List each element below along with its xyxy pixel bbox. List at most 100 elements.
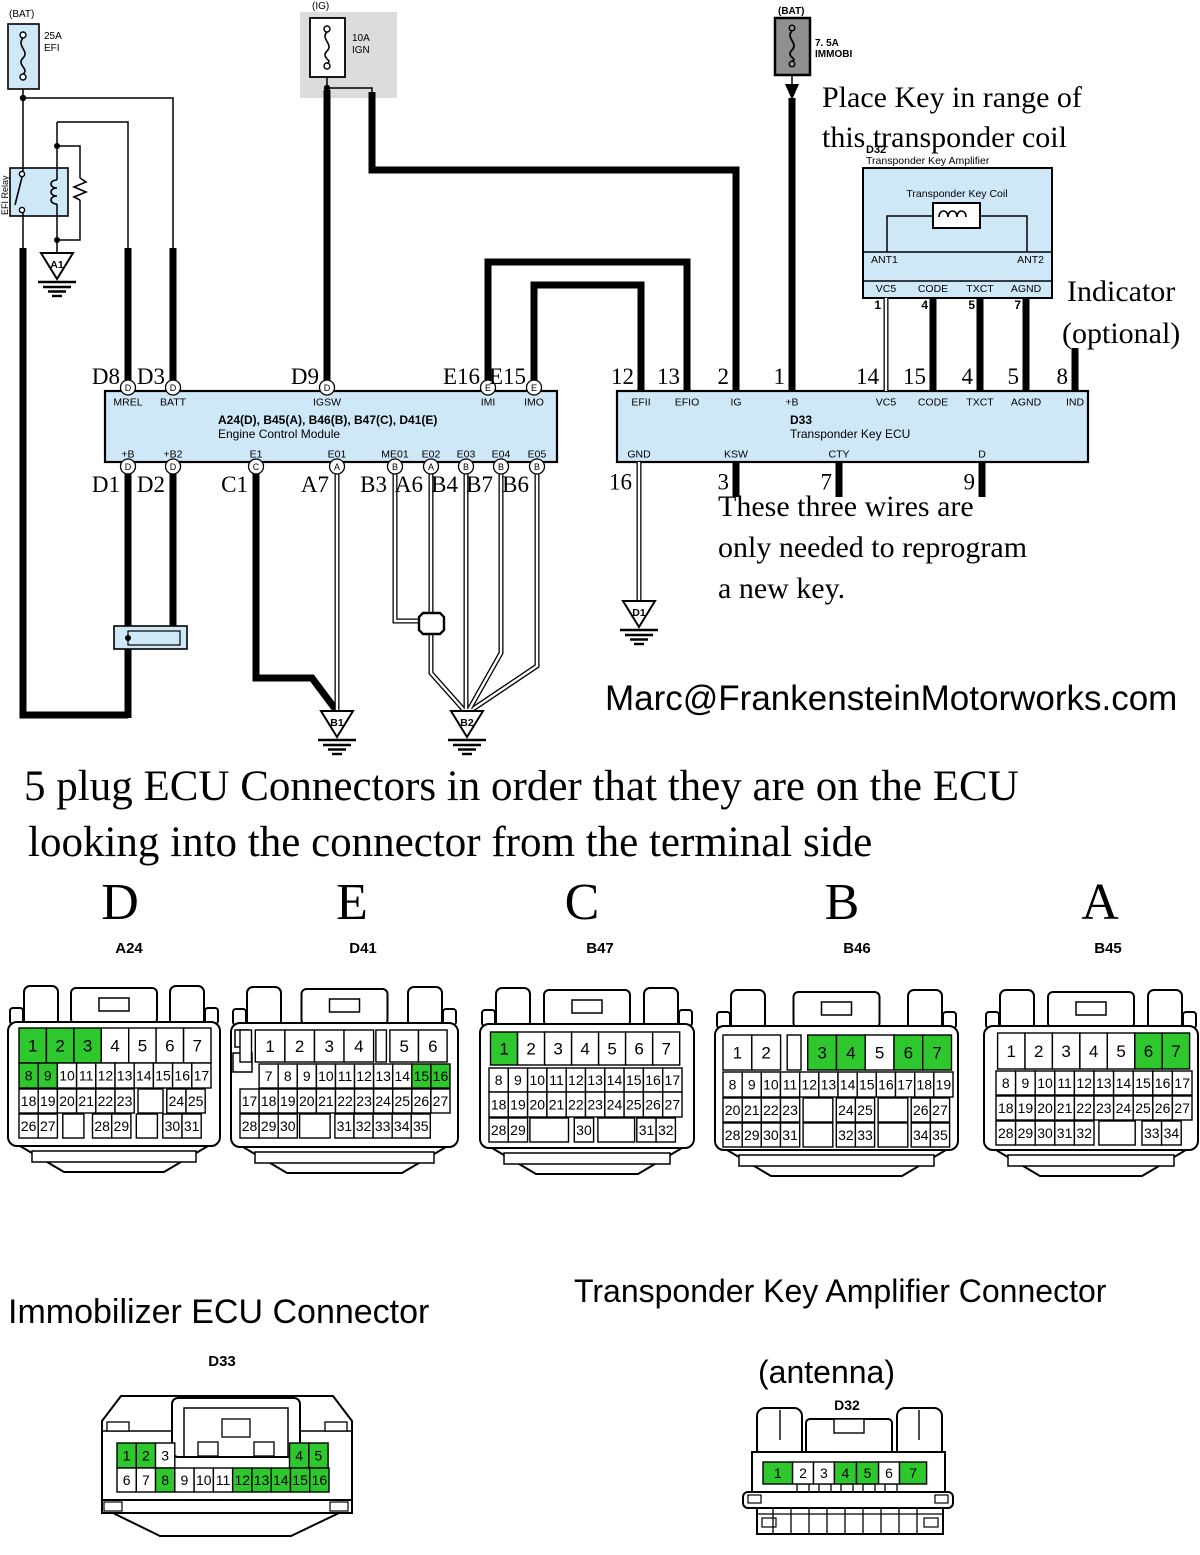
pin-cell bbox=[430, 1063, 451, 1089]
thin-wires bbox=[22, 77, 373, 253]
pin-cell-number: 18 bbox=[491, 1097, 507, 1113]
pin-cell-number: 3 bbox=[161, 1448, 169, 1464]
indicator-line1: Indicator bbox=[1067, 275, 1175, 308]
pin-circle-letter: D bbox=[125, 462, 132, 472]
immo-port-label: IG bbox=[730, 397, 741, 409]
pin-cell-number: 21 bbox=[744, 1102, 760, 1118]
pin-cell-number: 26 bbox=[414, 1093, 430, 1109]
indicator-line2: (optional) bbox=[1062, 317, 1180, 350]
ant2-label: ANT2 bbox=[1017, 254, 1044, 266]
ign-fuse-tag: (IG) bbox=[312, 1, 329, 12]
key-cell bbox=[529, 1117, 570, 1143]
pin-cell-number: 6 bbox=[885, 1465, 893, 1481]
pin-cell-number: 35 bbox=[932, 1127, 948, 1143]
housing-latch-tab bbox=[328, 998, 361, 1013]
housing-latch-tab bbox=[820, 1001, 853, 1016]
pin-cell-number: 17 bbox=[242, 1093, 258, 1109]
pin-circle bbox=[119, 458, 137, 475]
ign-fuse-rating: 10A bbox=[352, 33, 370, 44]
housing-latch-tab bbox=[98, 997, 130, 1012]
pin-cell-number: 22 bbox=[763, 1102, 779, 1118]
housing-ear bbox=[999, 989, 1035, 1031]
ecm-port-label: BATT bbox=[160, 397, 187, 409]
housing-ear bbox=[730, 989, 766, 1031]
efi-fuse-tag: (BAT) bbox=[9, 9, 34, 20]
pin-cell bbox=[854, 1097, 876, 1123]
pin-cell bbox=[751, 1034, 782, 1071]
annotations: Place Key in range of this transponder c… bbox=[718, 81, 1180, 605]
pin-cell-number: 23 bbox=[117, 1093, 133, 1109]
fuse-symbol bbox=[324, 31, 330, 64]
pin-cell-number: 1 bbox=[123, 1448, 131, 1464]
pin-number: 16 bbox=[609, 470, 632, 495]
ant1-label: ANT1 bbox=[871, 254, 898, 266]
pin-cell-number: 11 bbox=[338, 1068, 353, 1084]
pin-number: 3 bbox=[718, 470, 730, 495]
pin-cell-number: 30 bbox=[1037, 1125, 1053, 1141]
pin-cell-number: 9 bbox=[1022, 1075, 1030, 1091]
pin-cell bbox=[1134, 1032, 1163, 1070]
efi-relay-label: EFI Relay bbox=[0, 175, 10, 215]
pin-cell-number: 23 bbox=[1096, 1100, 1112, 1116]
pin-number: 14 bbox=[856, 364, 880, 389]
pin-circle bbox=[528, 458, 546, 475]
pin-cell-number: 15 bbox=[859, 1077, 875, 1093]
headline-line2: looking into the connector from the term… bbox=[28, 819, 872, 866]
housing-latch-tab bbox=[1075, 1001, 1107, 1016]
pin-cell-number: 5 bbox=[864, 1465, 872, 1481]
pin-cell-number: 30 bbox=[576, 1122, 592, 1138]
pin-cell-number: 12 bbox=[98, 1068, 114, 1084]
pin-cell-number: 20 bbox=[299, 1093, 315, 1109]
pin-cell-number: 19 bbox=[280, 1093, 296, 1109]
ecm-port-label: IMO bbox=[524, 397, 544, 409]
pin-cell bbox=[309, 1467, 330, 1493]
pin-cell-number: 27 bbox=[40, 1118, 56, 1134]
ecm-pin-d1: D1D+B bbox=[92, 449, 137, 497]
pin-cell-number: 5 bbox=[607, 1040, 616, 1059]
pin-cell-number: 8 bbox=[1002, 1075, 1010, 1091]
pin-cell bbox=[929, 1097, 951, 1123]
pin-cell-number: 34 bbox=[1164, 1125, 1180, 1141]
efi-fuse bbox=[7, 23, 40, 90]
pin-cell-number: 22 bbox=[1076, 1100, 1092, 1116]
plug-code: B46 bbox=[843, 940, 871, 957]
pin-cell-number: 24 bbox=[375, 1093, 391, 1109]
ecm-port-label: E02 bbox=[422, 449, 441, 461]
three-wires-line2: only needed to reprogram bbox=[718, 531, 1027, 564]
immo-port-label: CTY bbox=[829, 449, 850, 461]
pin-cell-number: 8 bbox=[495, 1072, 503, 1088]
pin-cell-number: 5 bbox=[399, 1037, 408, 1056]
pin-circle bbox=[328, 458, 346, 475]
pin-cell-number: 19 bbox=[510, 1097, 526, 1113]
pin-circle bbox=[386, 458, 404, 475]
housing-bar bbox=[254, 1151, 435, 1164]
pin-number: 2 bbox=[718, 364, 730, 389]
ground-a1 bbox=[38, 252, 76, 298]
pin-cell bbox=[1160, 1120, 1182, 1146]
pin-cell-number: 5 bbox=[1116, 1042, 1125, 1061]
pin-cell bbox=[507, 1117, 529, 1143]
pin-cell bbox=[185, 1088, 206, 1114]
pin-cell-number: 33 bbox=[857, 1127, 873, 1143]
pin-cell-number: 13 bbox=[587, 1072, 603, 1088]
pin-cell-number: 2 bbox=[1034, 1042, 1043, 1061]
pin-cell-number: 31 bbox=[1057, 1125, 1073, 1141]
pin-cell-number: 32 bbox=[658, 1122, 674, 1138]
pin-cell bbox=[37, 1113, 59, 1139]
pin-cell-number: 2 bbox=[295, 1037, 304, 1056]
pin-cell-number: 1 bbox=[733, 1044, 742, 1063]
pin-cell-number: 16 bbox=[433, 1068, 449, 1084]
pin-cell-number: 35 bbox=[413, 1118, 429, 1134]
pin-circle bbox=[119, 379, 137, 396]
inductor-symbol bbox=[938, 210, 967, 218]
immo-pin-+b: 1+B bbox=[774, 364, 799, 409]
pin-circle-letter: B bbox=[392, 462, 398, 472]
housing-ear bbox=[407, 986, 443, 1028]
